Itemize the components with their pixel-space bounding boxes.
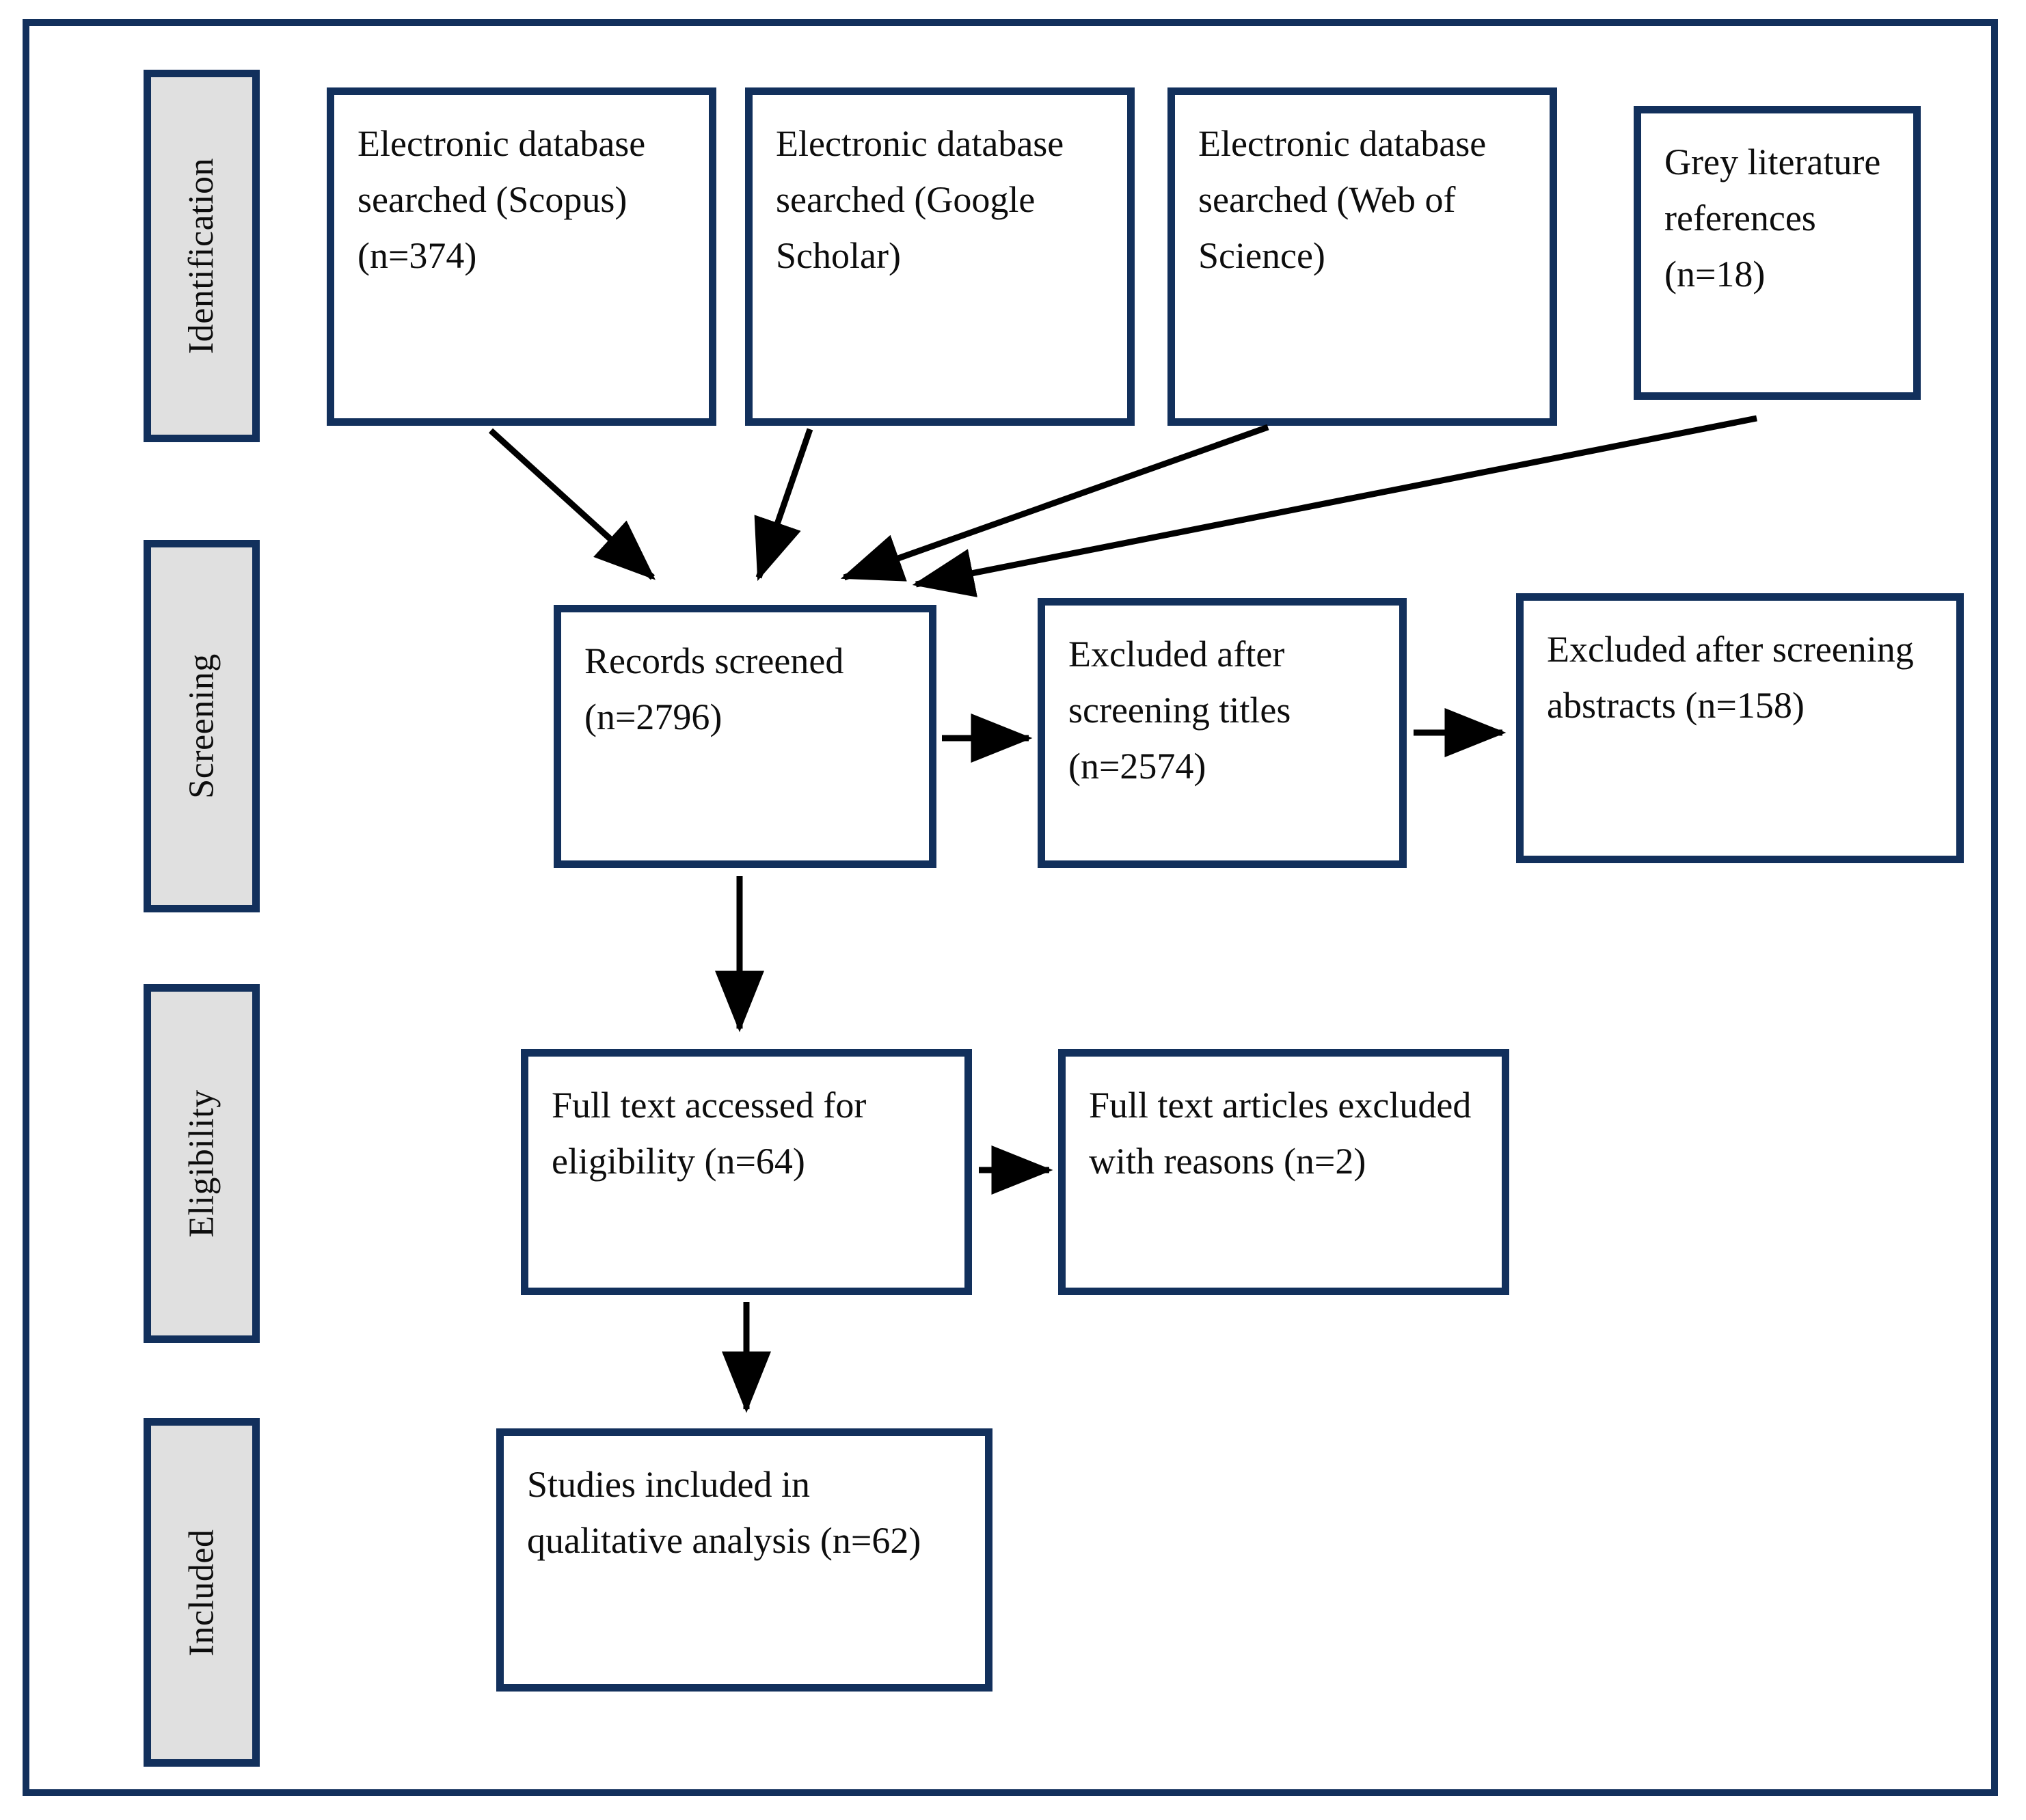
box-full-text-assessed: Full text accessed for eligibility (n=64… [521, 1049, 972, 1295]
box-studies-included-text: Studies included in qualitative analysis… [527, 1464, 921, 1562]
box-excluded-abstracts-text: Excluded after screening abstracts (n=15… [1547, 629, 1914, 726]
box-web-of-science-text: Electronic database searched (Web of Sci… [1198, 123, 1487, 277]
box-records-screened: Records screened (n=2796) [554, 605, 936, 868]
box-web-of-science: Electronic database searched (Web of Sci… [1167, 87, 1557, 426]
box-google-scholar-text: Electronic database searched (Google Sch… [776, 123, 1064, 277]
stage-label-identification: Identification [144, 70, 260, 442]
box-grey-literature: Grey literature references (n=18) [1634, 106, 1921, 400]
box-scopus-text: Electronic database searched (Scopus) (n… [357, 123, 646, 277]
box-grey-literature-text: Grey literature references (n=18) [1664, 141, 1881, 295]
box-google-scholar: Electronic database searched (Google Sch… [745, 87, 1135, 426]
stage-label-included: Included [144, 1418, 260, 1767]
stage-label-screening-text: Screening [182, 653, 221, 799]
box-records-screened-text: Records screened (n=2796) [584, 640, 844, 738]
stage-label-eligibility: Eligibility [144, 984, 260, 1343]
box-studies-included: Studies included in qualitative analysis… [496, 1428, 992, 1692]
stage-label-identification-text: Identification [182, 157, 221, 355]
box-excluded-titles: Excluded after screening titles (n=2574) [1038, 598, 1407, 868]
box-excluded-titles-text: Excluded after screening titles (n=2574) [1068, 634, 1291, 787]
stage-label-eligibility-text: Eligibility [182, 1089, 221, 1238]
box-full-text-assessed-text: Full text accessed for eligibility (n=64… [552, 1085, 867, 1182]
stage-label-screening: Screening [144, 540, 260, 912]
box-full-text-excluded-text: Full text articles excluded with reasons… [1089, 1085, 1472, 1182]
box-scopus: Electronic database searched (Scopus) (n… [327, 87, 716, 426]
box-full-text-excluded: Full text articles excluded with reasons… [1058, 1049, 1509, 1295]
box-excluded-abstracts: Excluded after screening abstracts (n=15… [1516, 593, 1964, 863]
stage-label-included-text: Included [182, 1529, 221, 1656]
